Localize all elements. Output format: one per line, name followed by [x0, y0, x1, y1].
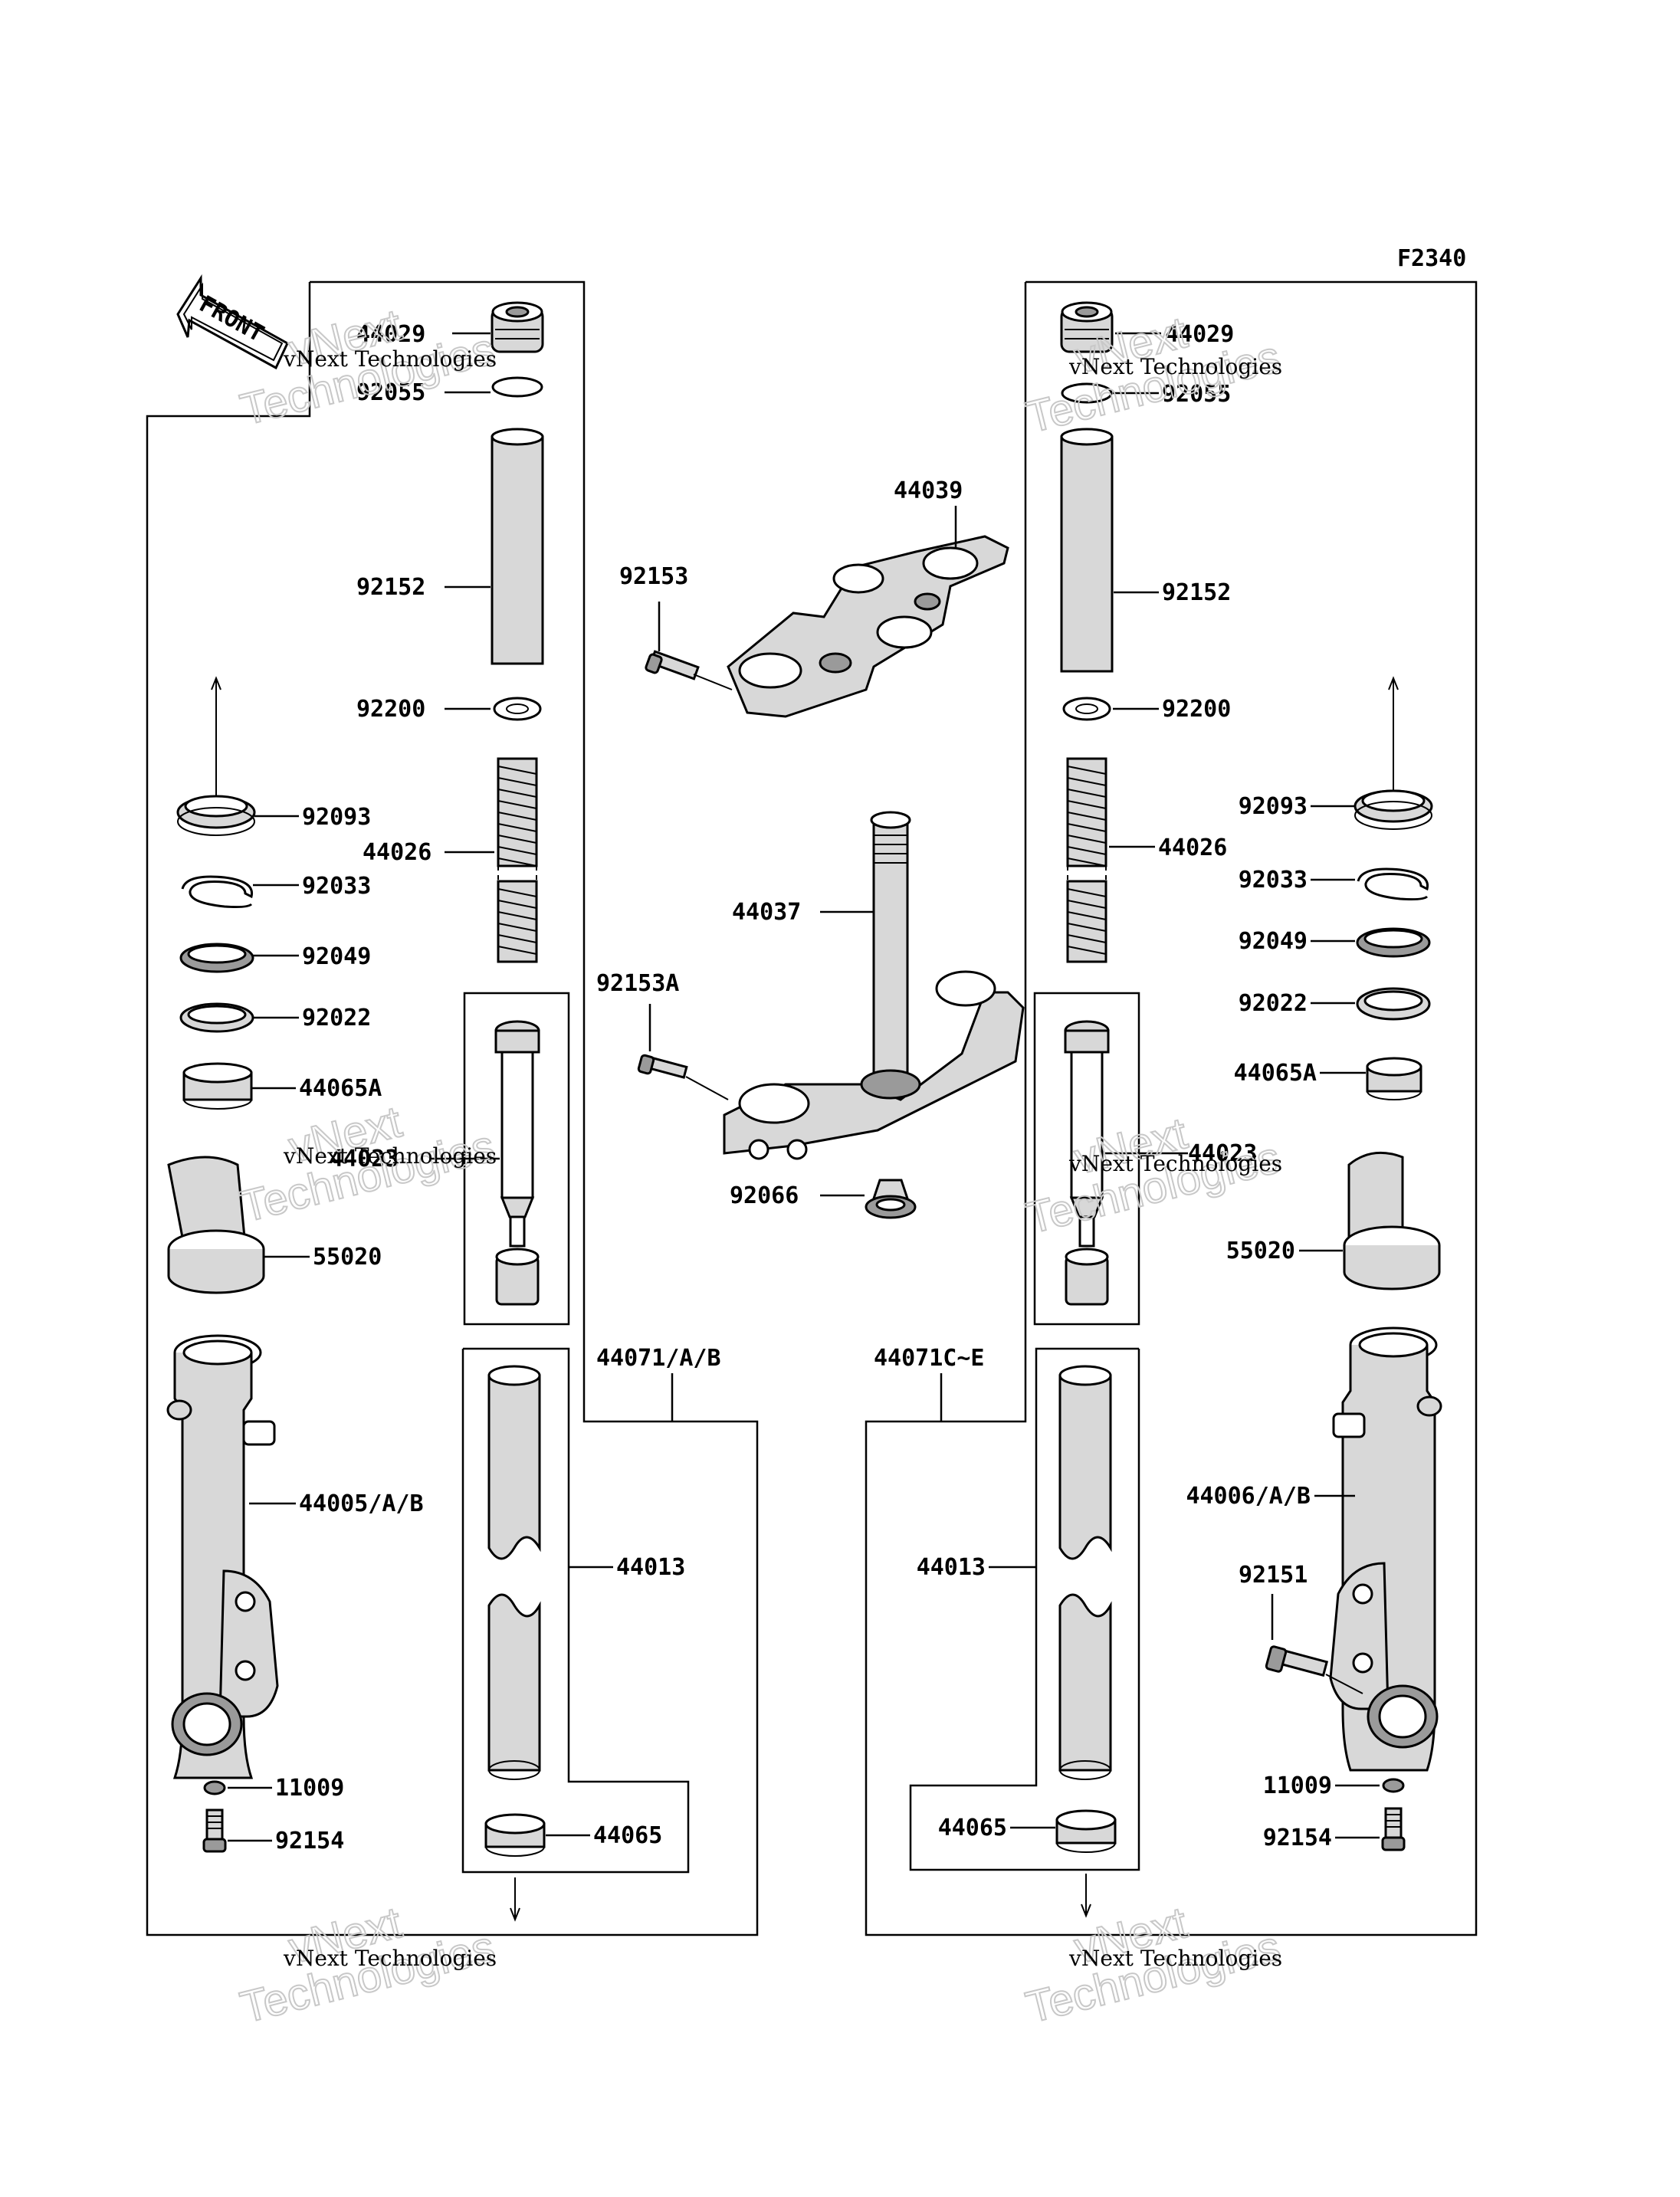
label-92033-left: 92033 [302, 873, 371, 900]
label-44013-left: 44013 [616, 1554, 685, 1581]
label-44065A-left: 44065A [299, 1075, 382, 1102]
label-44023-left: 44023 [330, 1146, 399, 1172]
o-ring-right [1061, 382, 1113, 404]
label-92055-left: 92055 [356, 379, 425, 406]
seal-washer-right [1356, 987, 1431, 1021]
label-92022-left: 92022 [302, 1005, 371, 1031]
dust-seal-right [1354, 789, 1433, 830]
label-92093-right: 92093 [1239, 793, 1308, 820]
label-92049-left: 92049 [302, 943, 371, 970]
fork-guard-right [1343, 1151, 1441, 1290]
o-ring [491, 376, 543, 398]
slide-bushing [484, 1813, 546, 1857]
label-92033-right: 92033 [1239, 867, 1308, 894]
outer-tube [166, 1334, 279, 1779]
label-44006-right: 44006/A/B [1186, 1483, 1311, 1510]
axle-clamp-bolt [1265, 1645, 1329, 1677]
outer-tube-right [1329, 1326, 1442, 1772]
label-92151-right: 92151 [1239, 1562, 1308, 1589]
lower-clamp-bolt [637, 1054, 688, 1079]
frame-lines [146, 280, 1478, 1936]
label-44065-right: 44065 [938, 1815, 1007, 1841]
label-92200-right: 92200 [1162, 696, 1231, 723]
label-11009-left: 11009 [275, 1775, 344, 1802]
label-44071-right: 44071C~E [874, 1345, 985, 1372]
fork-cap-bolt [491, 301, 544, 353]
label-92022-right: 92022 [1239, 990, 1308, 1017]
fork-spring-right [1066, 757, 1107, 963]
upper-bracket [727, 535, 1009, 718]
collar-tube [491, 428, 544, 665]
label-44005-left: 44005/A/B [299, 1490, 424, 1517]
label-92200-left: 92200 [356, 696, 425, 723]
label-44071-left: 44071/A/B [596, 1345, 721, 1372]
right-fork: 44029 92055 92152 92200 44026 [874, 301, 1442, 1918]
label-44026-right: 44026 [1158, 835, 1227, 861]
stem-lower-bracket [723, 811, 1025, 1160]
label-44013-right: 44013 [917, 1554, 986, 1581]
stopper-ring [181, 875, 254, 909]
svg-text:vNext Technologies: vNext Technologies [1068, 1946, 1282, 1971]
gasket-right [1382, 1778, 1405, 1793]
label-44039: 44039 [894, 477, 963, 504]
label-92153: 92153 [619, 563, 688, 590]
fork-spring [497, 757, 538, 963]
label-92154-right: 92154 [1263, 1825, 1332, 1851]
stopper-ring-right [1357, 867, 1429, 901]
collar-tube-right [1060, 428, 1114, 673]
gasket [203, 1780, 226, 1795]
label-92153A: 92153A [596, 970, 679, 997]
label-44023-right: 44023 [1188, 1140, 1257, 1167]
svg-text:vNext Technologies: vNext Technologies [283, 346, 497, 372]
washer [493, 697, 542, 721]
oil-seal-right [1356, 927, 1431, 958]
label-92154-left: 92154 [275, 1828, 344, 1854]
label-44029-left: 44029 [356, 321, 425, 348]
stem-cap [865, 1179, 917, 1219]
upper-clamp-bolt [645, 650, 700, 680]
label-92066: 92066 [730, 1182, 799, 1209]
label-92049-right: 92049 [1239, 928, 1308, 955]
inner-tube-right [1058, 1365, 1112, 1780]
label-92152-left: 92152 [356, 574, 425, 601]
label-44065-left: 44065 [593, 1822, 662, 1849]
label-55020-left: 55020 [313, 1244, 382, 1271]
svg-text:vNext Technologies: vNext Technologies [283, 1143, 497, 1169]
drain-bolt-right [1381, 1807, 1406, 1851]
svg-text:vNext Technologies: vNext Technologies [283, 1946, 497, 1971]
washer-right [1062, 697, 1111, 721]
slide-bushing-a-right [1366, 1057, 1422, 1100]
svg-text:vNext Technologies: vNext Technologies [1068, 354, 1282, 379]
label-92093-left: 92093 [302, 804, 371, 831]
svg-text:vNext Technologies: vNext Technologies [1068, 1151, 1282, 1176]
slide-bushing-a [182, 1062, 253, 1110]
slide-bushing-right [1055, 1809, 1117, 1853]
left-fork: 44029 92055 92152 92200 44026 [166, 301, 721, 1922]
label-44065A-right: 44065A [1234, 1060, 1317, 1087]
cylinder-unit-right [1064, 1020, 1110, 1306]
label-44037: 44037 [732, 899, 801, 926]
label-44029-right: 44029 [1165, 321, 1234, 348]
inner-tube [487, 1365, 541, 1780]
label-92055-right: 92055 [1162, 381, 1231, 408]
label-92152-right: 92152 [1162, 579, 1231, 606]
fork-guard [167, 1156, 265, 1294]
oil-seal [179, 943, 254, 973]
dust-seal [176, 795, 256, 836]
drain-bolt [202, 1808, 227, 1853]
front-arrow-icon: FRONT [176, 274, 289, 370]
fork-cap-bolt-right [1060, 301, 1114, 353]
seal-washer [179, 1002, 254, 1033]
label-55020-right: 55020 [1226, 1238, 1295, 1264]
figure-code: F2340 [1397, 245, 1466, 272]
steering-parts: 44039 92153 44037 92153A [596, 477, 1025, 1219]
label-44026-left: 44026 [363, 839, 431, 866]
label-11009-right: 11009 [1263, 1772, 1332, 1799]
cylinder-unit [494, 1020, 540, 1306]
